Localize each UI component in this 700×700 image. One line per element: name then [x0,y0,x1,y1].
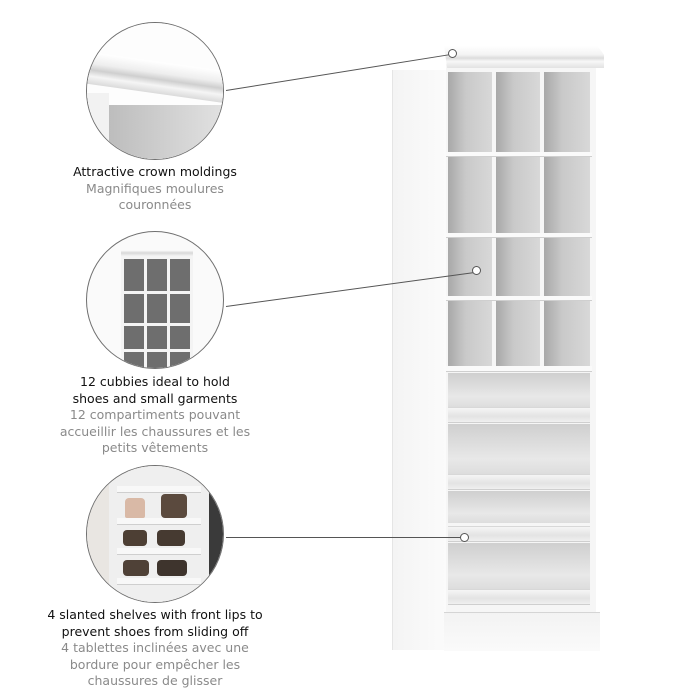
caption-fr-line: chaussures de glisser [87,673,223,688]
shoe-shelves-image [109,466,209,602]
callout-dot-cubbies [472,266,481,275]
cabinet-crown-molding [444,46,604,68]
leader-line-slanted [226,537,462,538]
crown-molding-detail-circle [86,22,224,160]
shelf-front-lip [448,474,590,490]
caption-fr-line: 4 tablettes inclinées avec une [61,640,249,655]
caption-en-line: Attractive crown moldings [73,164,237,179]
feature-caption-slanted-shelves: 4 slanted shelves with front lips to pre… [20,607,290,690]
caption-fr-line: petits vêtements [101,440,209,455]
shelf-front-lip [448,589,590,605]
cubbies-image [121,250,193,368]
callout-dot-crown [448,49,457,58]
slanted-shelves-detail-circle [86,465,224,603]
caption-fr-line: Magnifiques moulures [86,180,224,196]
shoe-pair [157,530,185,546]
callout-dot-slanted [460,533,469,542]
cubbies-detail-circle [86,231,224,369]
feature-caption-crown-molding: Attractive crown moldings Magnifiques mo… [40,164,270,214]
shoe-pair [157,560,187,576]
cabinet-side-panel [392,70,447,650]
caption-en-line: prevent shoes from sliding off [61,623,249,639]
caption-en-line: shoes and small garments [72,390,238,406]
shoe-pair [123,560,149,576]
boots-shoe [161,494,187,518]
caption-fr-line: bordure pour empêcher les [69,656,241,672]
heels-shoe [125,498,145,518]
shelf-front-lip [448,407,590,423]
caption-fr-line: 12 compartiments pouvant [69,407,241,422]
shoe-pair [123,530,147,546]
shelf-front-lip [448,526,590,542]
caption-en-line: 4 slanted shelves with front lips to [47,607,263,622]
cabinet-base [444,612,600,651]
caption-en-line: 12 cubbies ideal to hold [80,374,230,389]
feature-caption-cubbies: 12 cubbies ideal to hold shoes and small… [30,374,280,457]
caption-fr-line: couronnées [118,197,192,212]
caption-fr-line: accueillir les chaussures et les [59,423,251,439]
